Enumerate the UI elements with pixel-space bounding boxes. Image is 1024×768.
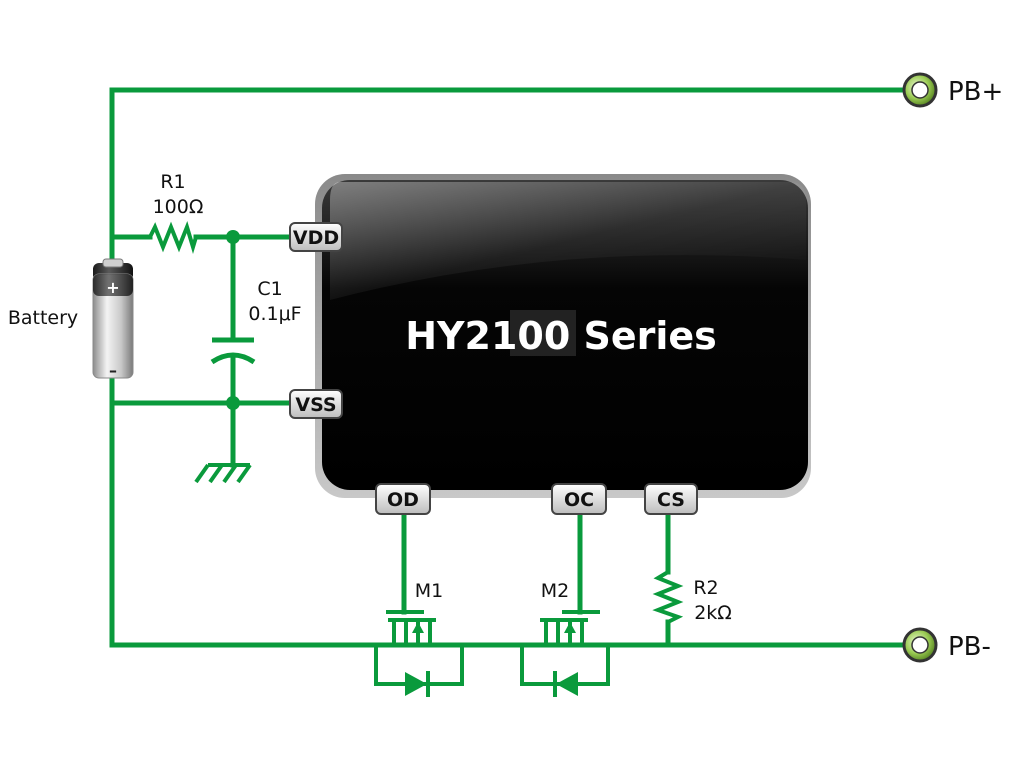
- pin-vdd: VDD: [289, 222, 343, 252]
- battery-plus-sign: +: [106, 278, 119, 297]
- m2-label: M2: [541, 580, 569, 602]
- c1-name-label: C1: [257, 278, 282, 300]
- c1-value-label: 0.1μF: [248, 303, 301, 325]
- junction-dot: [226, 230, 240, 244]
- pb-plus-terminal: [902, 72, 938, 108]
- m1-mosfet-symbol: [374, 610, 464, 697]
- pin-oc: OC: [551, 483, 607, 515]
- pin-cs: CS: [644, 483, 698, 515]
- pb-minus-label: PB-: [948, 632, 991, 662]
- c1-capacitor-symbol: [210, 337, 256, 365]
- pin-vss: VSS: [289, 389, 343, 419]
- r1-name-label: R1: [160, 171, 185, 193]
- negative-wire: [109, 397, 403, 648]
- chip-title-highlight: [510, 310, 576, 356]
- m1-label: M1: [415, 580, 443, 602]
- pin-vdd-label: VDD: [293, 227, 339, 249]
- battery-label: Battery: [8, 307, 78, 329]
- pb-plus-label: PB+: [948, 77, 1003, 107]
- junction-dot: [226, 396, 240, 410]
- r2-resistor-symbol: [652, 570, 684, 624]
- pin-vss-label: VSS: [295, 394, 336, 416]
- battery-symbol: [92, 258, 134, 379]
- pin-cs-label: CS: [657, 489, 685, 511]
- pin-oc-label: OC: [564, 489, 594, 511]
- pb-minus-terminal: [902, 627, 938, 663]
- pin-od-label: OD: [387, 489, 419, 511]
- pin-od: OD: [375, 483, 431, 515]
- m2-mosfet-symbol: [520, 610, 610, 697]
- r2-value-label: 2kΩ: [694, 602, 732, 624]
- r1-resistor-symbol: [148, 220, 198, 254]
- battery-minus-sign: –: [109, 361, 117, 380]
- r1-value-label: 100Ω: [153, 196, 204, 218]
- chip-title: HY2100 Series: [405, 314, 717, 358]
- r2-name-label: R2: [693, 577, 718, 599]
- ground-symbol: [194, 463, 252, 484]
